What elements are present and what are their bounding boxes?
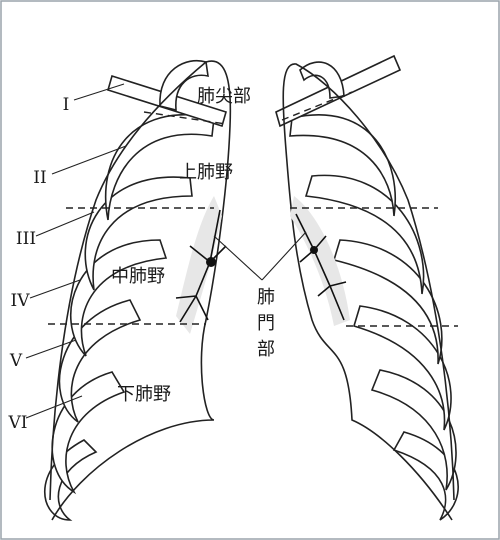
leader-rib-2 <box>51 145 127 175</box>
leader-rib-6 <box>25 395 83 419</box>
left-hilum-node <box>206 257 216 267</box>
rib-numeral-1: I <box>63 95 70 115</box>
right-lung-outline <box>282 63 455 521</box>
left-apex-rib <box>159 60 209 112</box>
label-hilum-char-1: 肺 <box>257 287 275 308</box>
leader-hilum-right <box>261 231 307 281</box>
left-rib-arc-2 <box>84 176 193 291</box>
left-lung-outline <box>49 60 232 521</box>
label-middle-field: 中肺野 <box>111 266 165 287</box>
rib-numeral-5: V <box>9 351 23 371</box>
label-apex: 肺尖部 <box>197 86 251 107</box>
right-rib-arc-1 <box>289 114 396 217</box>
right-hilum-node <box>310 246 318 254</box>
right-hemithorax <box>275 54 459 521</box>
left-hemithorax <box>44 60 232 521</box>
right-rib-arc-5 <box>370 369 457 491</box>
rib-numeral-4: IV <box>11 291 31 311</box>
left-hilar-vessels <box>175 209 227 323</box>
right-hilum-shadow <box>290 196 350 326</box>
leader-rib-3 <box>35 211 95 237</box>
label-hilum-char-2: 門 <box>257 313 275 334</box>
right-rib-arc-4 <box>353 305 452 431</box>
rib-numeral-3: III <box>16 229 36 249</box>
left-hilum-shadow <box>176 196 222 334</box>
right-rib-arc-3 <box>332 239 443 365</box>
label-upper-field: 上肺野 <box>179 162 233 183</box>
left-apex-dash <box>143 111 227 125</box>
right-hilar-vessels <box>295 213 347 321</box>
leader-rib-5 <box>25 339 77 359</box>
rib-numeral-6: VI <box>8 413 28 433</box>
left-rib-arc-3 <box>70 239 168 357</box>
rib-numeral-2: II <box>33 168 46 188</box>
label-hilum-char-3: 部 <box>257 339 275 360</box>
left-rib-arc-1 <box>104 113 215 221</box>
leader-hilum-left <box>213 235 263 281</box>
leader-rib-4 <box>29 279 81 299</box>
right-apex-dash <box>281 91 353 121</box>
label-lower-field: 下肺野 <box>117 384 171 405</box>
leader-rib-1 <box>73 83 125 101</box>
